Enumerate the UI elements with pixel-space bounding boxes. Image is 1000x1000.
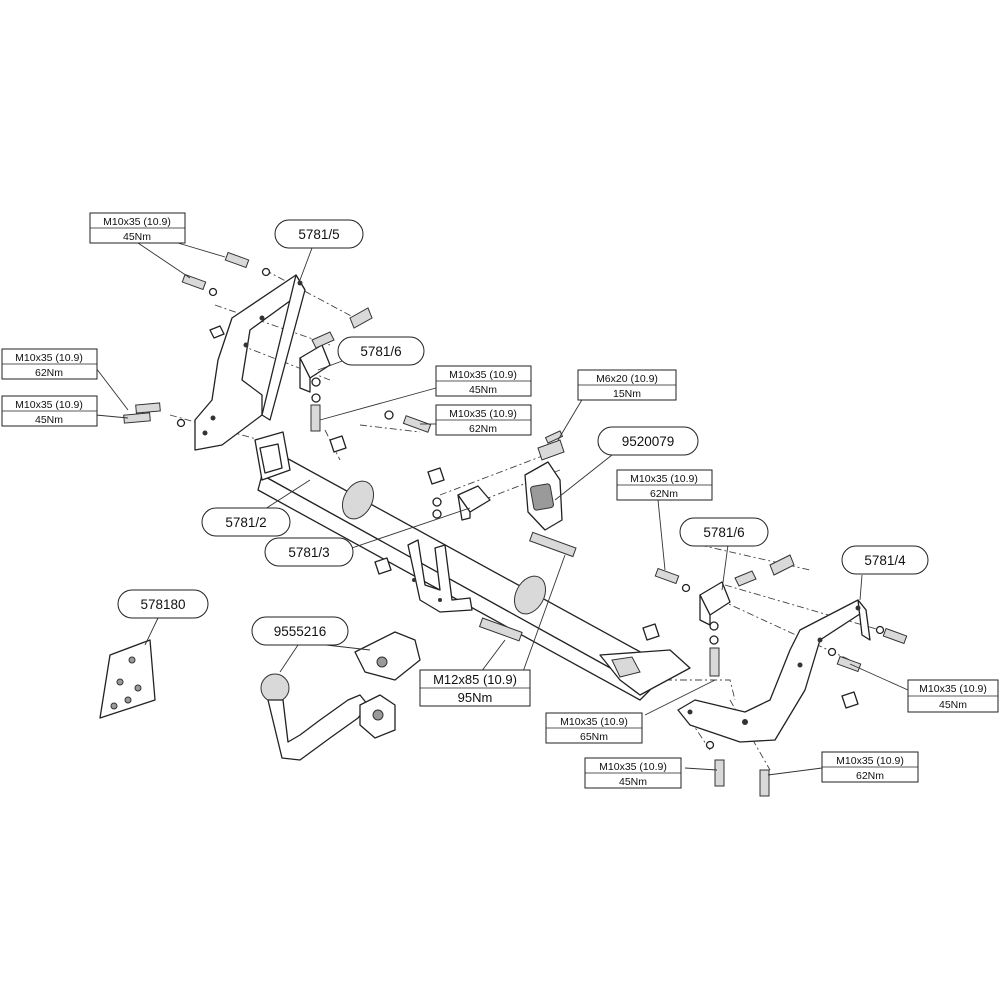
bolt-size: M10x35 (10.9)	[630, 473, 698, 485]
part-label-text: 9520079	[622, 434, 675, 449]
bolt-spec-65: M10x35 (10.9) 65Nm	[545, 712, 643, 744]
part-label-text: 578180	[140, 597, 185, 612]
bolt-torque: 45Nm	[123, 231, 151, 243]
bolt-spec-m12: M12x85 (10.9) 95Nm	[419, 669, 531, 707]
part-label-5781-6-left: 5781/6	[337, 336, 425, 366]
part-label-text: 5781/4	[864, 553, 906, 568]
bolt-size: M10x35 (10.9)	[560, 716, 628, 728]
bolt-spec-labels: M10x35 (10.9) 45Nm M10x35 (10.9) 62Nm M1…	[1, 212, 999, 789]
bolt-size: M12x85 (10.9)	[433, 672, 517, 687]
bolt-spec-left-45: M10x35 (10.9) 45Nm	[1, 395, 98, 427]
bolt-size: M10x35 (10.9)	[103, 216, 171, 228]
part-number-callouts: 5781/5 5781/6 9520079 5781/2 5781/3 5781…	[117, 219, 929, 646]
bolt-size: M10x35 (10.9)	[449, 369, 517, 381]
bolt-torque: 95Nm	[458, 690, 493, 705]
bolt-torque: 45Nm	[939, 699, 967, 711]
left-bracket-5781-5	[194, 274, 306, 451]
part-label-9520079: 9520079	[597, 426, 699, 456]
bolt-spec-bottom-45: M10x35 (10.9) 45Nm	[584, 757, 682, 789]
part-label-9555216: 9555216	[251, 616, 349, 646]
bolt-torque: 62Nm	[469, 423, 497, 435]
bolt-spec-center-62: M10x35 (10.9) 62Nm	[435, 404, 532, 436]
bolt-size: M10x35 (10.9)	[15, 399, 83, 411]
bolt-torque: 45Nm	[619, 776, 647, 788]
hardware-pack-578180	[99, 639, 156, 719]
electrical-socket-9520079	[524, 439, 565, 531]
part-label-5781-2: 5781/2	[201, 507, 291, 537]
bolt-size: M10x35 (10.9)	[599, 761, 667, 773]
part-label-text: 5781/2	[225, 515, 266, 530]
part-label-5781-3: 5781/3	[264, 537, 354, 567]
bolt-size: M10x35 (10.9)	[15, 352, 83, 364]
part-label-5781-4: 5781/4	[841, 545, 929, 575]
bolt-torque: 45Nm	[35, 414, 63, 426]
detachable-ball-9555216	[260, 631, 421, 761]
bolt-spec-m6: M6x20 (10.9) 15Nm	[577, 369, 677, 401]
bolt-spec-left-62: M10x35 (10.9) 62Nm	[1, 348, 98, 380]
bolt-spec-bottom-62: M10x35 (10.9) 62Nm	[821, 751, 919, 783]
bolt-torque: 45Nm	[469, 384, 497, 396]
bolt-torque: 62Nm	[856, 770, 884, 782]
bolt-torque: 62Nm	[650, 488, 678, 500]
part-label-text: 9555216	[274, 624, 327, 639]
part-label-text: 5781/6	[360, 344, 401, 359]
part-label-5781-6-right: 5781/6	[679, 517, 769, 547]
center-mount-bracket	[407, 539, 473, 613]
bolt-spec-right-45: M10x35 (10.9) 45Nm	[907, 679, 999, 713]
angle-bracket-left-5781-6	[299, 331, 335, 393]
part-label-text: 5781/5	[298, 227, 339, 242]
bolt-size: M6x20 (10.9)	[596, 373, 658, 385]
part-label-5781-5: 5781/5	[274, 219, 364, 249]
bolt-size: M10x35 (10.9)	[836, 755, 904, 767]
bolt-spec-top-left: M10x35 (10.9) 45Nm	[89, 212, 186, 244]
bracket-5781-3	[457, 485, 491, 521]
bolt-torque: 15Nm	[613, 388, 641, 400]
bolt-torque: 62Nm	[35, 367, 63, 379]
part-label-text: 5781/6	[703, 525, 744, 540]
bolt-size: M10x35 (10.9)	[449, 408, 517, 420]
part-label-578180: 578180	[117, 589, 209, 619]
bolt-spec-center-45: M10x35 (10.9) 45Nm	[435, 365, 532, 397]
crossbar-5781-2	[254, 431, 691, 701]
part-label-text: 5781/3	[288, 545, 329, 560]
bolt-torque: 65Nm	[580, 731, 608, 743]
angle-bracket-right-5781-6	[699, 570, 757, 626]
bolt-size: M10x35 (10.9)	[919, 683, 987, 695]
fasteners	[123, 251, 908, 797]
right-bracket-5781-4	[677, 599, 871, 743]
bolt-spec-right-62-top: M10x35 (10.9) 62Nm	[616, 469, 713, 501]
